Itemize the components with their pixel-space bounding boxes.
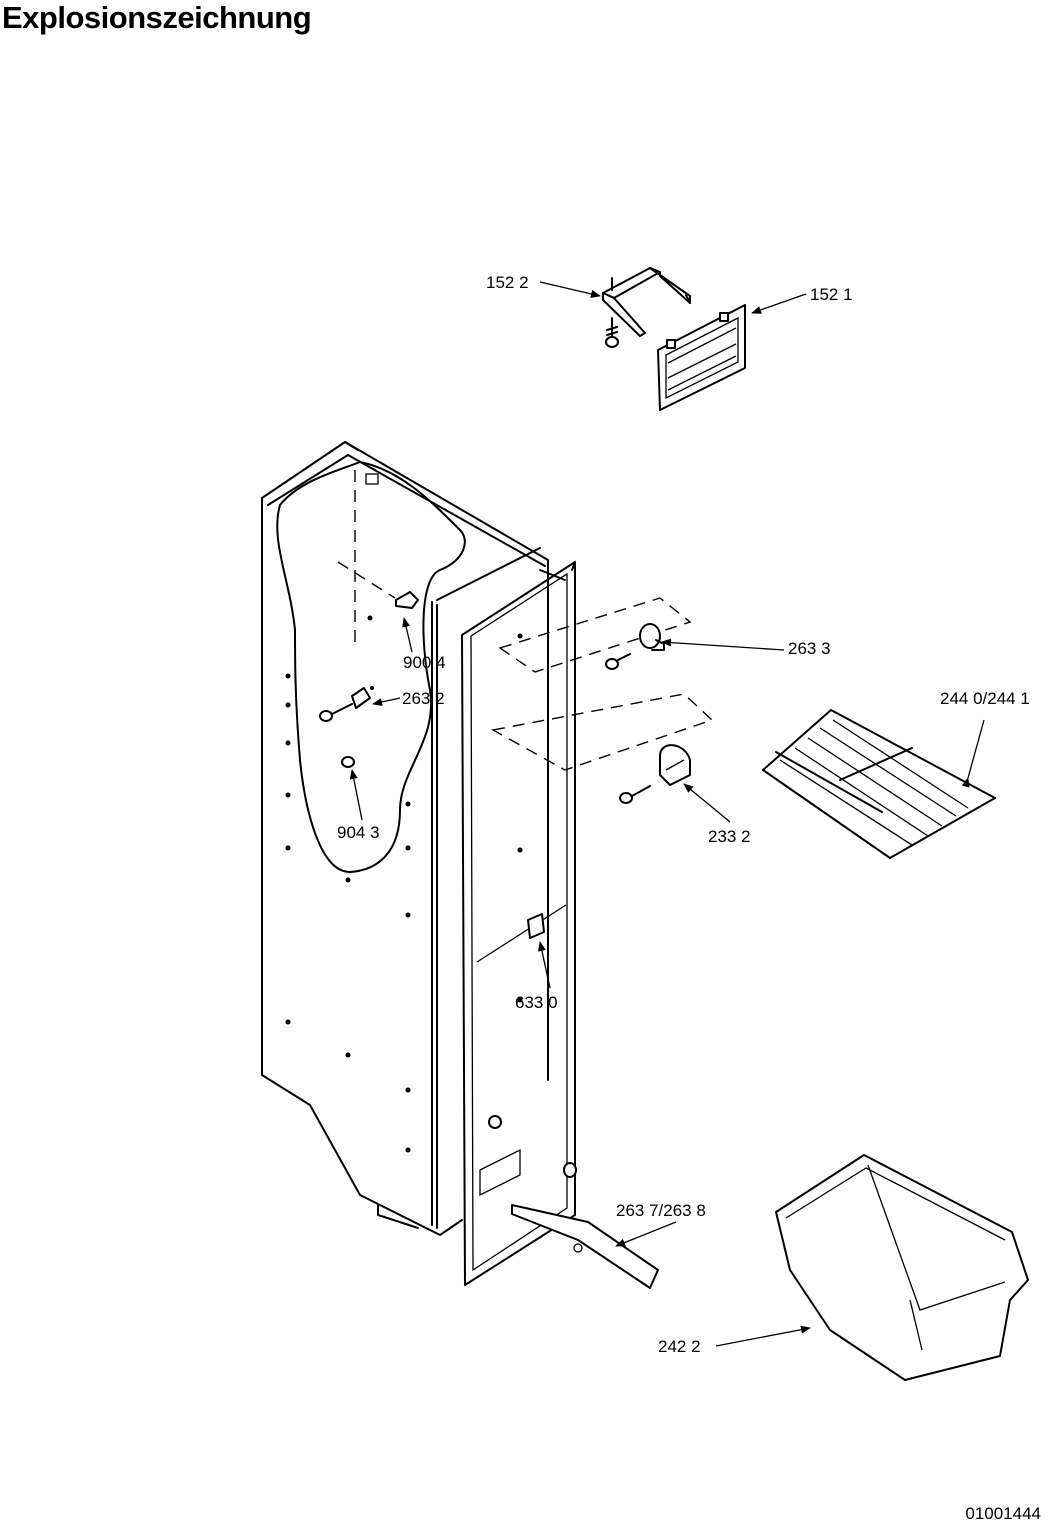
- mounting-guides: [490, 597, 714, 771]
- page-title: Explosionszeichnung: [2, 0, 312, 35]
- knob-part: [605, 623, 665, 670]
- storage-bin-part: [775, 1154, 1029, 1381]
- panel-part: [657, 304, 746, 411]
- callout-263-7-263-8: 263 7/263 8: [616, 1201, 706, 1220]
- callout-244-0-244-1: 244 0/244 1: [940, 689, 1030, 708]
- document-number: 01001444: [965, 1504, 1041, 1523]
- callout-904-3: 904 3: [337, 823, 380, 842]
- holder-part: [619, 744, 691, 804]
- callout-263-3: 263 3: [788, 639, 831, 658]
- bracket-part: [602, 267, 691, 348]
- clip-part: [395, 591, 419, 609]
- callout-152-1: 152 1: [810, 285, 853, 304]
- pin-part: [341, 756, 355, 768]
- callout-900-4: 900 4: [403, 653, 446, 672]
- callout-263-2: 263 2: [402, 689, 445, 708]
- callout-633-0: 633 0: [515, 993, 558, 1012]
- callout-242-2: 242 2: [658, 1337, 701, 1356]
- callout-leaders: [349, 281, 985, 1347]
- wire-shelf-part: [762, 709, 996, 859]
- screw-bracket-part: [319, 686, 374, 722]
- cabinet-liner: [261, 441, 576, 1286]
- callout-152-2: 152 2: [486, 273, 529, 292]
- switch-part: [527, 913, 545, 939]
- callout-233-2: 233 2: [708, 827, 751, 846]
- lower-rail-part: [511, 1162, 659, 1289]
